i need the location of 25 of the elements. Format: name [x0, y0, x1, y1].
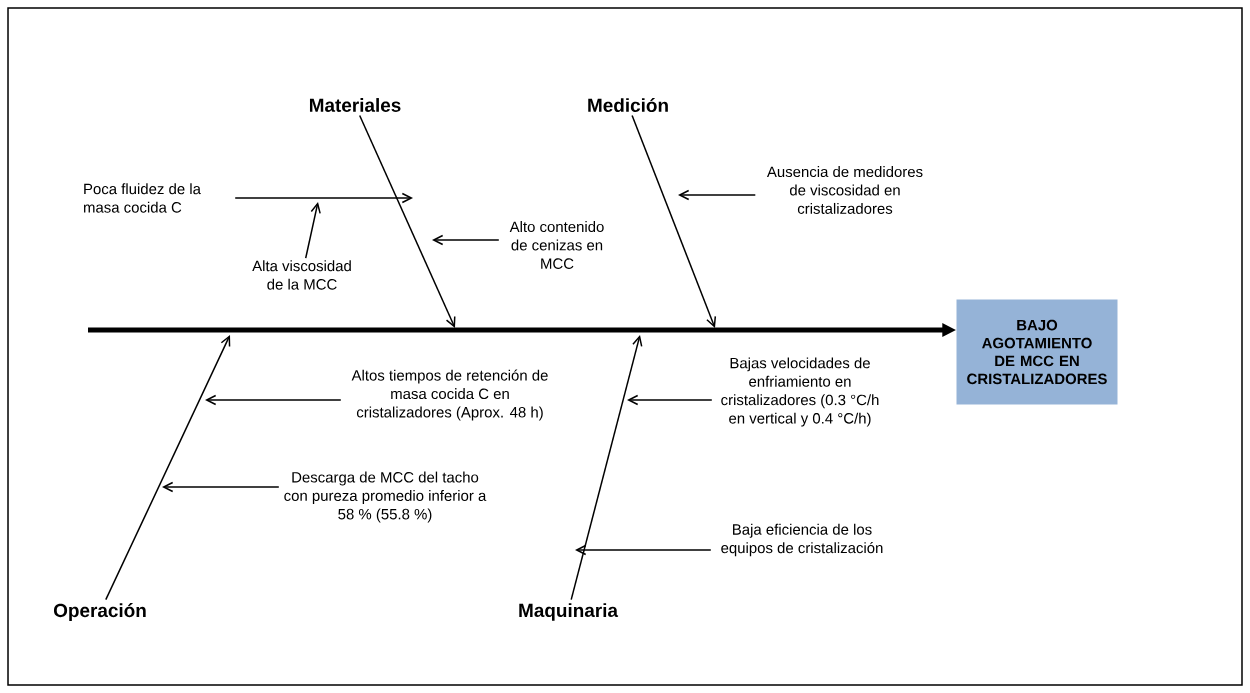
arrow [205, 394, 342, 406]
arrow [234, 192, 413, 204]
arrow [162, 481, 280, 493]
arrow [304, 202, 321, 259]
arrow [627, 394, 713, 406]
cause-text: Alta viscosidad de la MCC [252, 260, 351, 290]
cause-text: Alto contenido de cenizas en MCC [509, 221, 604, 269]
cause-text: Bajas velocidades de enfriamiento en cristalizadores (0.3 °C/h en vertical y 0.4 °C/h) [721, 357, 879, 427]
arrow [631, 114, 717, 328]
arrow [432, 234, 500, 246]
arrow [570, 335, 643, 601]
arrow [678, 189, 757, 201]
cause-text: Poca fluidez de la masa cocida C [84, 183, 201, 213]
arrow [358, 114, 456, 328]
category-label: Maquinaria [519, 603, 619, 621]
arrow [105, 335, 231, 601]
category-label: Materiales [310, 98, 401, 112]
effect-box: BAJO AGOTAMIENTO DE MCC EN CRISTALIZADORES [956, 299, 1118, 405]
cause-text: Descarga de MCC del tacho con pureza promedio inferior a 58 % (55.8 %) [284, 471, 487, 523]
category-label: Medición [588, 97, 668, 113]
arrow [575, 544, 712, 556]
cause-text: Altos tiempos de retención de masa cocida C en cristalizadores (Aprox. 48 h) [351, 369, 548, 421]
category-label: Operación [54, 603, 146, 621]
cause-text: Ausencia de medidores de viscosidad en cristalizadores [766, 166, 923, 214]
cause-text: Baja eficiencia de los equipos de cristalización [721, 523, 883, 557]
